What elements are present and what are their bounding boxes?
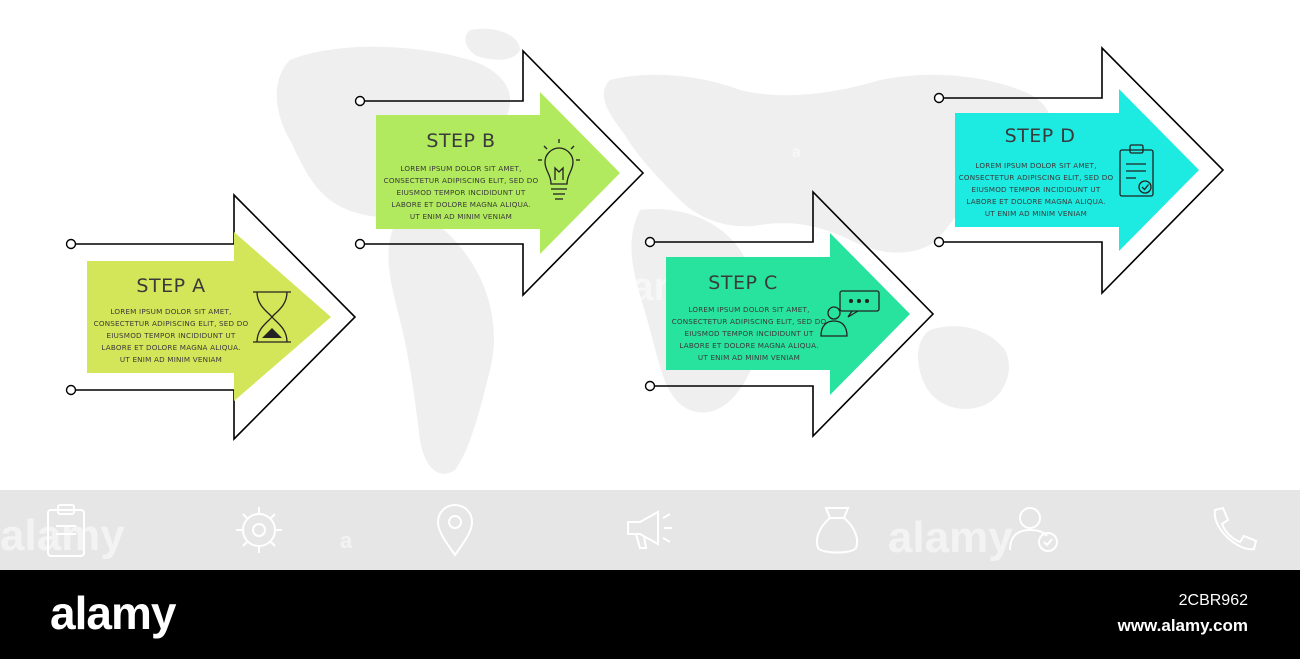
step-b-text-line: UT ENIM AD MINIM VENIAM (410, 212, 512, 221)
step-d-card: STEP D LOREM IPSUM DOLOR SIT AMET, CONSE… (933, 46, 1225, 295)
step-c-arrow (666, 233, 910, 395)
footer-logo: alamy (50, 587, 176, 639)
connector-dot (65, 238, 77, 250)
step-a-text-line: EIUSMOD TEMPOR INCIDIDUNT UT (107, 331, 236, 340)
megaphone-icon (627, 510, 672, 549)
watermark-text: alamy (888, 513, 1013, 562)
step-a-text-line: LABORE ET DOLORE MAGNA ALIQUA. (101, 343, 240, 352)
step-c-text-line: EIUSMOD TEMPOR INCIDIDUNT UT (685, 329, 814, 338)
step-c-text-line: CONSECTETUR ADIPISCING ELIT, SED DO (672, 317, 827, 326)
step-d-text-line: LOREM IPSUM DOLOR SIT AMET, (975, 161, 1096, 170)
location-pin-icon (436, 503, 474, 557)
step-d-title: STEP D (1005, 125, 1076, 147)
step-a-arrow (87, 232, 331, 401)
step-c-outline (650, 190, 935, 438)
user-check-icon (1009, 507, 1058, 552)
step-d-text-line: EIUSMOD TEMPOR INCIDIDUNT UT (972, 185, 1101, 194)
gear-icon (236, 507, 282, 553)
step-c-card: STEP C LOREM IPSUM DOLOR SIT AMET, CONSE… (644, 190, 935, 438)
step-d-outline (939, 46, 1225, 295)
connector-dot (644, 236, 656, 248)
step-c-text-line: LABORE ET DOLORE MAGNA ALIQUA. (679, 341, 818, 350)
icon-strip: alamy alamy a (0, 490, 1300, 570)
chat-user-icon (820, 290, 880, 337)
step-d-text-line: UT ENIM AD MINIM VENIAM (985, 209, 1087, 218)
step-b-title: STEP B (426, 130, 495, 152)
step-b-card: STEP B LOREM IPSUM DOLOR SIT AMET, CONSE… (354, 49, 645, 297)
step-a-text-line: LOREM IPSUM DOLOR SIT AMET, (110, 307, 231, 316)
step-a-card: STEP A LOREM IPSUM DOLOR SIT AMET, CONSE… (65, 193, 357, 441)
step-a-title: STEP A (136, 275, 205, 297)
watermark-mark: a (792, 144, 801, 161)
money-bag-icon (815, 507, 859, 554)
connector-dot (933, 236, 945, 248)
step-c-text-line: LOREM IPSUM DOLOR SIT AMET, (688, 305, 809, 314)
step-c-text-line: UT ENIM AD MINIM VENIAM (698, 353, 800, 362)
infographic-canvas: alamy alamy a STEP A LOREM IPSUM DOLOR S… (65, 28, 1225, 474)
connector-dot (65, 384, 77, 396)
step-b-text-line: EIUSMOD TEMPOR INCIDIDUNT UT (397, 188, 526, 197)
step-a-text-line: CONSECTETUR ADIPISCING ELIT, SED DO (94, 319, 249, 328)
step-d-text-line: CONSECTETUR ADIPISCING ELIT, SED DO (959, 173, 1114, 182)
phone-icon (1213, 506, 1258, 551)
step-b-outline (360, 49, 645, 297)
lightbulb-icon (538, 139, 580, 200)
connector-dot (354, 238, 366, 250)
step-d-text-line: LABORE ET DOLORE MAGNA ALIQUA. (966, 197, 1105, 206)
hourglass-icon (253, 291, 291, 343)
connector-dot (354, 95, 366, 107)
image-id: 2CBR962 (1178, 592, 1248, 609)
step-b-text-line: CONSECTETUR ADIPISCING ELIT, SED DO (384, 176, 539, 185)
step-b-arrow (376, 92, 620, 254)
step-b-text-line: LOREM IPSUM DOLOR SIT AMET, (400, 164, 521, 173)
connector-dot (933, 92, 945, 104)
watermark-mark: a (340, 528, 353, 553)
step-a-text-line: UT ENIM AD MINIM VENIAM (120, 355, 222, 364)
icon-strip-graphics: alamy alamy a (0, 503, 1258, 562)
step-c-title: STEP C (708, 272, 777, 294)
footer-bar: alamy 2CBR962 www.alamy.com (0, 570, 1300, 659)
footer-url: www.alamy.com (1117, 616, 1248, 635)
step-d-arrow (955, 89, 1199, 251)
clipboard-icon (47, 504, 85, 557)
watermark-text: alamy (0, 511, 125, 560)
clipboard-check-icon (1119, 144, 1154, 197)
world-map-background (276, 28, 1052, 474)
step-b-text-line: LABORE ET DOLORE MAGNA ALIQUA. (391, 200, 530, 209)
connector-dot (644, 380, 656, 392)
